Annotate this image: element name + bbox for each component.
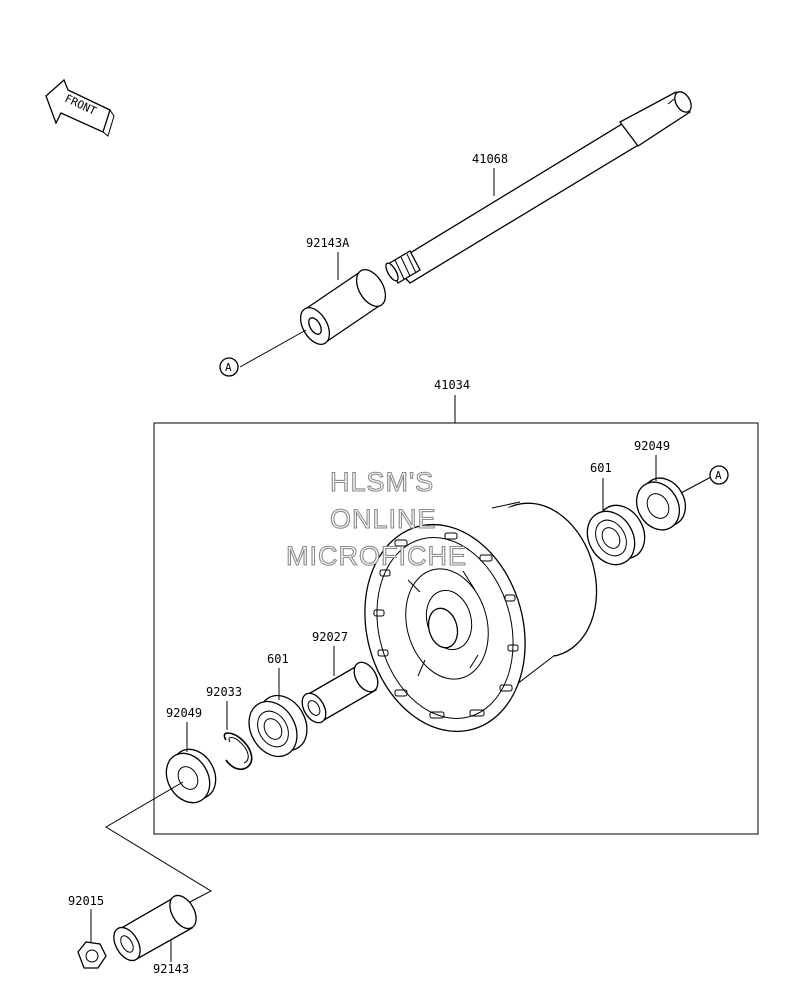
ref-a-top-label: A: [225, 361, 232, 374]
bearing-left-601: [248, 668, 308, 758]
label-92027: 92027: [312, 630, 348, 644]
label-601-left: 601: [267, 652, 289, 666]
spacer-92027: [301, 646, 379, 724]
label-41068: 41068: [472, 152, 508, 166]
label-92143a: 92143A: [306, 236, 350, 250]
label-92143: 92143: [153, 962, 189, 976]
label-601-right: 601: [590, 461, 612, 475]
front-direction-arrow: FRONT: [45, 78, 115, 137]
seal-left-92049: [165, 722, 217, 804]
circlip-92033: [223, 701, 253, 771]
watermark-line1: HLSM'S: [330, 467, 434, 497]
axle-41068: [385, 91, 692, 284]
label-92049-right: 92049: [634, 439, 670, 453]
collar-92143a: [239, 252, 387, 368]
ref-circle-a-top: A: [219, 357, 239, 377]
ref-circle-a-right: A: [709, 465, 729, 485]
label-92033: 92033: [206, 685, 242, 699]
watermark-line2: ONLINE: [330, 504, 437, 534]
collar-92143: [113, 894, 197, 962]
bearing-right-601: [586, 478, 646, 566]
label-92015: 92015: [68, 894, 104, 908]
watermark: HLSM'S ONLINE MICROFICHE: [285, 466, 467, 571]
nut-92015: [77, 909, 107, 969]
label-41034: 41034: [434, 378, 470, 392]
leader-line-bottom: [105, 781, 213, 904]
hub-assembly-box: [153, 395, 759, 835]
wheel-hub: [364, 501, 598, 733]
seal-right-92049: [635, 455, 712, 531]
ref-a-right-label: A: [715, 469, 722, 482]
label-92049-left: 92049: [166, 706, 202, 720]
watermark-line3: MICROFICHE: [286, 541, 467, 571]
